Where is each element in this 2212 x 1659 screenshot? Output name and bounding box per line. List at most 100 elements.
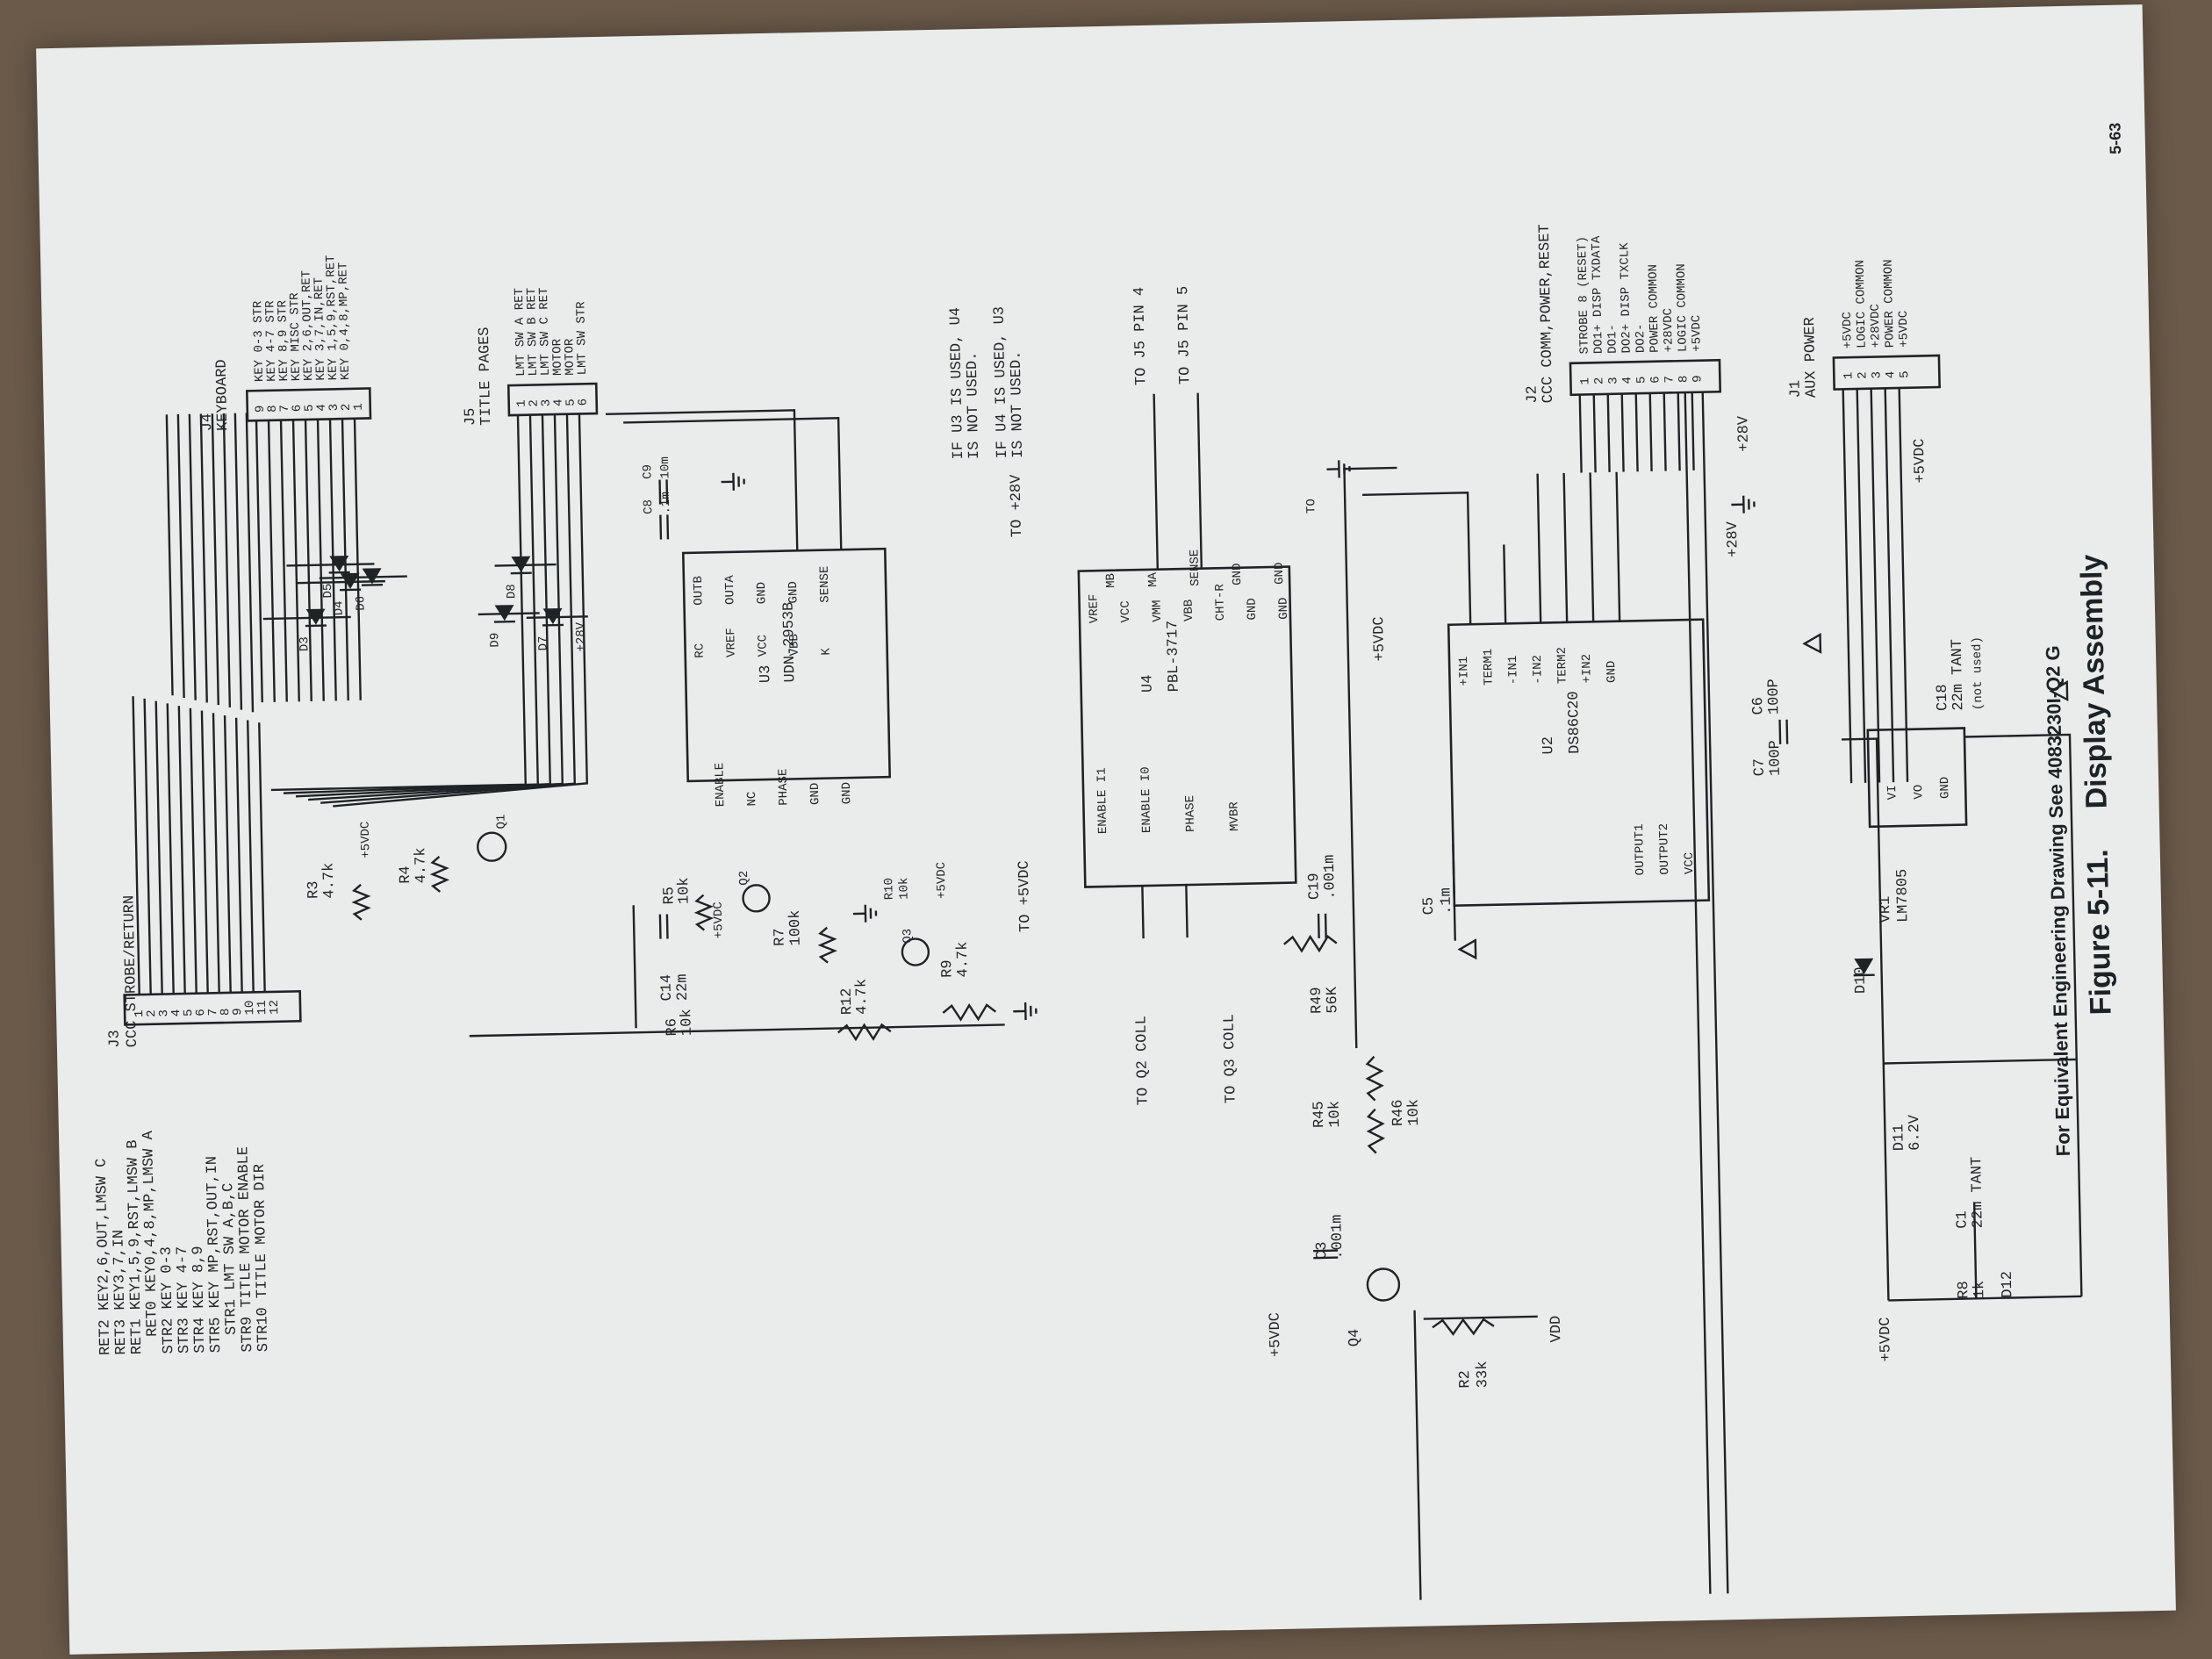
q4-supply: +5VDC	[1268, 1312, 1285, 1357]
u4-pin-label: GND	[1277, 597, 1292, 620]
ground-symbol	[2049, 679, 2069, 702]
j4-pin: 6	[291, 405, 305, 413]
u2-wire	[1503, 544, 1507, 624]
to-5vdc-label: TO +5VDC	[1016, 860, 1035, 932]
j5-pin: 1	[515, 399, 529, 407]
j2-pin: 7	[1663, 376, 1677, 384]
r7-label: R7	[772, 928, 788, 946]
j5-pin: 6	[577, 399, 591, 406]
c18-note: (not used)	[1971, 636, 1986, 710]
bus-wire	[189, 707, 198, 994]
r3-label: R3	[305, 880, 322, 899]
r10-value: 10k	[897, 877, 912, 900]
diode-wire	[319, 575, 407, 579]
j1-pin: 2	[1856, 371, 1870, 379]
d12-label: D12	[2000, 1271, 2017, 1298]
power-rail	[1964, 733, 2083, 1296]
r4-resistor	[429, 856, 450, 893]
u2-pin-label: -IN2	[1531, 655, 1546, 685]
keyboard-wire	[267, 420, 276, 702]
j2-wire	[1592, 394, 1597, 473]
vr1-pin: VI	[1885, 785, 1900, 800]
to-q2-coll: TO Q2 COLL	[1133, 1016, 1152, 1105]
vr1-regulator	[1866, 727, 1968, 829]
c5-label: C5	[1421, 897, 1438, 916]
legend-line: RET3 KEY3,7,IN	[111, 1230, 130, 1355]
legend-line: STR3 KEY 4-7	[175, 1246, 194, 1354]
j1-signal: +5VDC	[1841, 312, 1856, 348]
r9-value: 4.7k	[955, 941, 973, 977]
power-rail	[1883, 1058, 2077, 1065]
plus28v-label: +28V	[1725, 521, 1742, 557]
keyboard-wire	[353, 419, 362, 700]
j2-pin: 1	[1578, 377, 1592, 385]
diode-D9	[494, 605, 514, 621]
j2-pin: 2	[1592, 377, 1606, 385]
c19-value: .001m	[1322, 854, 1339, 899]
diode-wire	[526, 615, 588, 619]
keyboard-wire	[291, 420, 300, 702]
j3-pin: 4	[169, 1009, 183, 1017]
j2-connector	[1569, 358, 1722, 397]
j4-pin: 5	[303, 404, 317, 412]
j4-name: KEYBOARD	[214, 359, 233, 431]
u4-pin-label: VBB	[1182, 600, 1197, 622]
legend-line: STR9 TITLE MOTOR ENABLE	[235, 1146, 256, 1353]
bus-wire	[165, 414, 174, 696]
vr1-pin: VO	[1912, 785, 1926, 800]
u2-part: DS86C20	[1566, 691, 1584, 754]
r49-resistor	[1283, 934, 1338, 953]
j5-pin: 5	[564, 399, 578, 406]
j3-pin: 9	[231, 1008, 245, 1016]
j3-pin: 3	[157, 1009, 171, 1017]
c18-label: C18	[1935, 684, 1952, 711]
r2-label: R2	[1457, 1370, 1474, 1389]
u2-pin-label: TERM2	[1555, 647, 1570, 684]
diode-D9	[493, 620, 515, 623]
u2-pin-label: GND	[1605, 661, 1620, 684]
c8-capacitor	[666, 514, 670, 540]
j4-signal: KEY MISC STR	[288, 292, 304, 382]
j4-signal: KEY 8,9 STR	[276, 299, 291, 381]
bus-wire	[258, 722, 266, 993]
j2-wire	[1620, 393, 1625, 472]
u2-wire	[1452, 844, 1456, 941]
r45-label: R45	[1311, 1101, 1329, 1128]
u2-pin-label: TERM1	[1482, 649, 1497, 686]
u4-mb-wire	[1153, 393, 1160, 570]
j2-pin: 9	[1691, 375, 1705, 383]
j2-signal: LOGIC COMMON	[1675, 263, 1691, 352]
j4-pin: 9	[254, 405, 268, 413]
r45-resistor	[1365, 1055, 1384, 1102]
c3-capacitor	[1313, 1256, 1339, 1260]
diode-d10	[1854, 958, 1874, 974]
c19-capacitor	[1317, 913, 1320, 938]
u4-ma-wire	[1196, 392, 1203, 569]
u4-wire	[1185, 885, 1189, 938]
diode-label: D6	[354, 596, 368, 611]
r49-value: 56K	[1325, 986, 1342, 1014]
c19-label: C19	[1306, 873, 1324, 900]
r7-value: 100k	[787, 909, 805, 945]
j5-ref: J5	[463, 407, 479, 426]
c6-capacitor	[1778, 719, 1782, 744]
r9-resistor	[942, 1003, 997, 1022]
j4-signal: KEY 4-7 STR	[263, 300, 279, 382]
vdd-label: VDD	[1548, 1316, 1566, 1343]
r6-value: 10k	[679, 1009, 696, 1036]
transistor-q1	[477, 831, 507, 862]
j4-connector	[245, 387, 372, 422]
j2-long-wire	[1684, 392, 1712, 1594]
j1-signal: LOGIC COMMON	[1854, 260, 1870, 348]
u2-supply: +5VDC	[1371, 616, 1389, 661]
diode-D6	[362, 568, 382, 585]
bus-wire	[211, 413, 220, 706]
j5-signal: LMT SW B RET	[525, 288, 541, 377]
j5-connector	[506, 382, 599, 417]
diode-D5	[328, 571, 350, 574]
r8-label: R8	[1956, 1281, 1972, 1299]
j3-connector	[123, 989, 302, 1026]
vdd-wire	[1423, 1315, 1538, 1320]
